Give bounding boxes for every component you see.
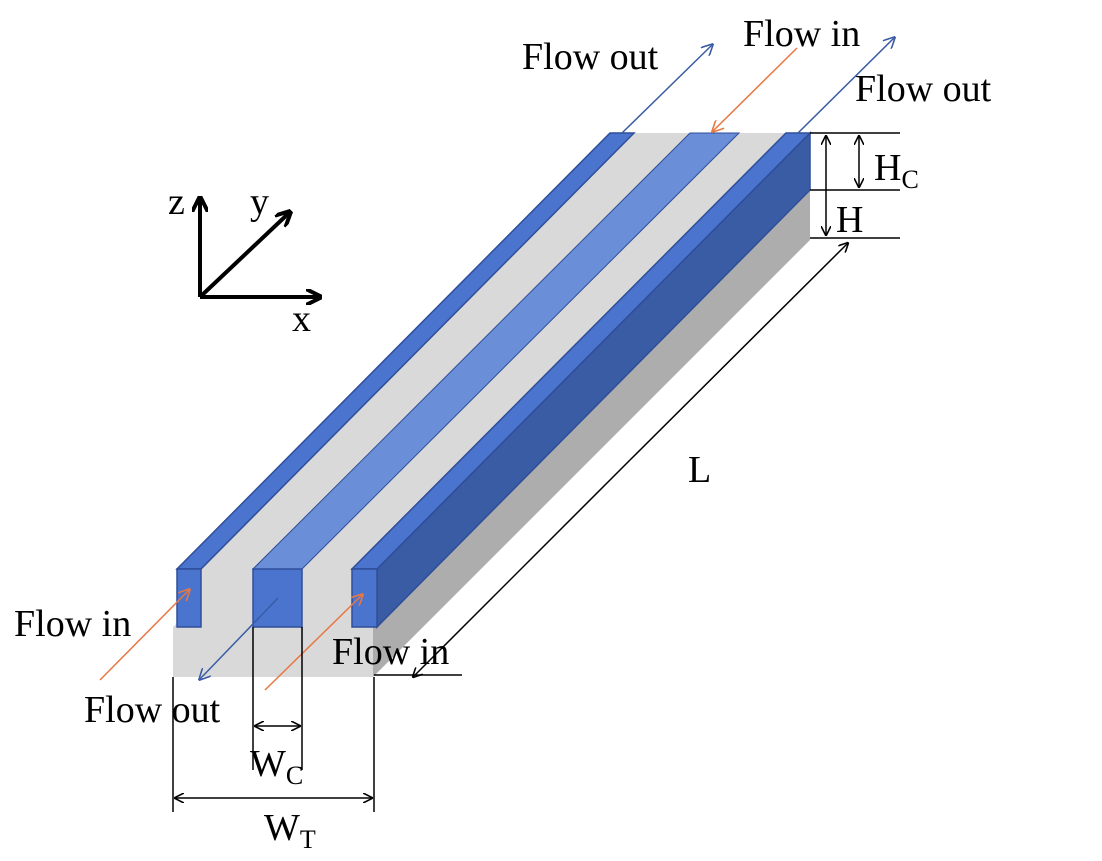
flow-out-arrow-bottom xyxy=(200,597,279,679)
length-dimension xyxy=(373,243,848,812)
flow-in-arrow-left xyxy=(99,590,189,681)
total-width-dimension xyxy=(172,677,372,812)
axis-label-z: z xyxy=(168,181,185,223)
label-flow-in-bottom: Flow in xyxy=(332,631,449,673)
label-flow-out-top-left: Flow out xyxy=(522,36,659,78)
axis-label-y: y xyxy=(250,181,269,223)
label-flow-in-top: Flow in xyxy=(743,13,860,55)
label-width-total: WT xyxy=(264,807,316,854)
flow-out-arrow-top-right xyxy=(797,38,894,134)
flow-in-arrow-top xyxy=(713,47,798,131)
label-flow-in-left: Flow in xyxy=(14,603,131,645)
axes-icon xyxy=(200,198,320,297)
channel-right-front xyxy=(351,568,378,628)
axis-label-x: x xyxy=(292,298,311,340)
front-gap-left xyxy=(201,569,253,627)
label-length: L xyxy=(688,449,711,491)
label-height-total: H xyxy=(836,199,863,241)
channel-width-dimension xyxy=(252,627,303,770)
label-flow-out-top-right: Flow out xyxy=(855,68,992,110)
base-right-side xyxy=(373,190,810,677)
height-dimension xyxy=(810,132,900,239)
label-flow-out-bottom: Flow out xyxy=(84,689,221,731)
front-gap-right xyxy=(302,569,352,627)
label-width-channel: WC xyxy=(250,743,303,790)
flow-in-arrow-bottom xyxy=(264,595,362,691)
label-height-channel: HC xyxy=(874,147,919,194)
flow-out-arrow-top-left xyxy=(621,45,712,134)
